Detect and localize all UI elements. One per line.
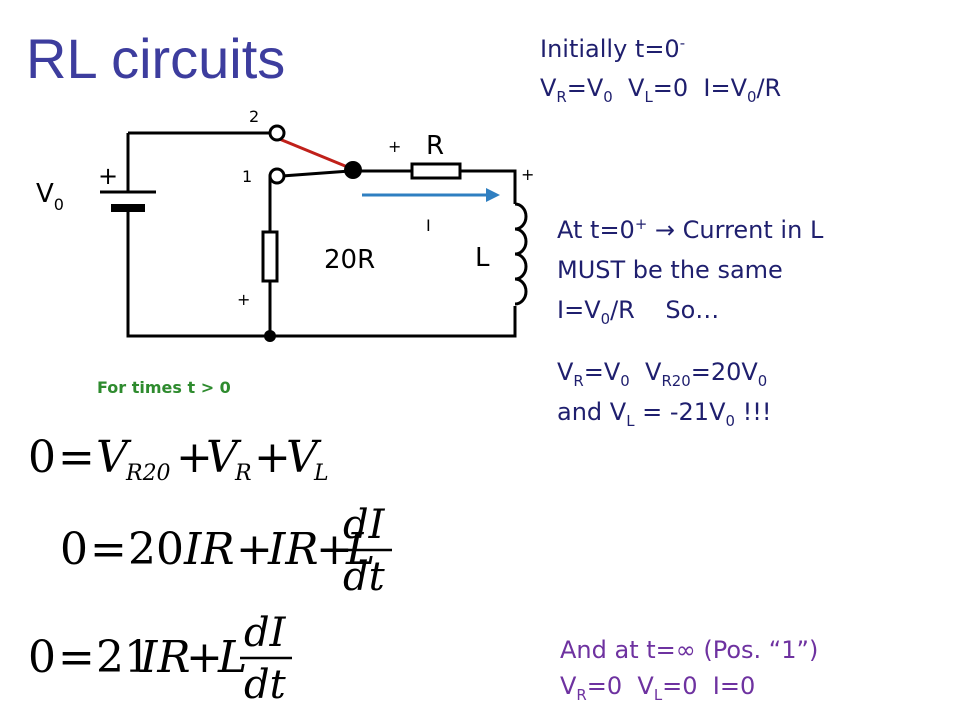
eq2-lhs: 0 <box>60 524 88 575</box>
text-segment: =V <box>583 358 621 386</box>
eq2-plus1: + <box>236 524 273 575</box>
text-segment: !!! <box>734 398 772 426</box>
text-segment: =0 I=0 <box>662 672 756 700</box>
text-segment: R <box>576 685 587 704</box>
eq1-equals: = <box>58 432 95 483</box>
r20-label: 20R <box>324 245 375 275</box>
switch-arm <box>276 136 351 170</box>
text-segment: V <box>557 358 574 386</box>
text-segment: V <box>612 74 645 102</box>
text-segment: /R <box>756 74 782 102</box>
eq1-v2-sub: R <box>234 461 252 486</box>
equation-3: 0 = 21 IR + L dI dt <box>28 610 292 708</box>
text-segment: =V <box>566 74 604 102</box>
text-segment: 0 <box>757 371 768 390</box>
text-segment: L <box>644 87 653 106</box>
position-1-label: 1 <box>242 167 252 186</box>
text-segment: =0 I=V <box>652 74 747 102</box>
current-arrow-head <box>486 188 500 202</box>
l-plus-label: + <box>521 165 534 184</box>
eq1-v3-sub: L <box>313 461 329 486</box>
result-line1: VR=V0 VR20=20V0 <box>557 356 767 388</box>
text-segment: =0 V <box>586 672 654 700</box>
r-label: R <box>426 131 444 161</box>
resistor-r <box>410 162 462 180</box>
text-segment: V <box>629 358 662 386</box>
text-segment: R20 <box>661 371 691 390</box>
text-segment: R <box>556 87 567 106</box>
eq1-lhs: 0 <box>28 432 56 483</box>
text-segment: 0 <box>725 411 735 430</box>
resistor-20r <box>261 230 279 283</box>
text-segment: V <box>540 74 557 102</box>
eq3-denominator: dt <box>244 662 287 708</box>
l-label: L <box>475 243 490 273</box>
text-segment: 0 <box>620 371 630 390</box>
equation-1: 0 = V R20 + V R + V L <box>28 432 329 486</box>
equation-2: 0 = 20 IR + IR + L dI dt <box>60 502 392 600</box>
initial-line1: Initially t=0- <box>540 34 686 63</box>
switch-pivot-node <box>344 161 362 179</box>
t0plus-line1: At t=0+ → Current in L <box>557 215 824 244</box>
t0plus-line3: I=V0/R So… <box>557 294 719 326</box>
eq3-equals: = <box>58 632 95 683</box>
eq3-lhs: 0 <box>28 632 56 683</box>
infinity-line2: VR=0 VL=0 I=0 <box>560 670 755 702</box>
text-segment: /R So… <box>610 296 720 324</box>
eq3-numerator: dI <box>244 610 287 656</box>
text-segment: =20V <box>690 358 758 386</box>
switch-terminal-1 <box>268 167 286 185</box>
inductor-coil <box>514 202 528 306</box>
for-times-label: For times t > 0 <box>97 378 231 397</box>
text-segment: = -21V <box>634 398 726 426</box>
eq2-ir2: IR <box>267 524 319 575</box>
text-segment: L <box>626 411 635 430</box>
position-2-label: 2 <box>249 107 259 126</box>
r20-plus-label: + <box>237 290 250 309</box>
t0plus-line2: MUST be the same <box>557 256 783 284</box>
text-segment: and V <box>557 398 627 426</box>
current-label: I <box>426 216 431 235</box>
eq3-coeff: 21 <box>96 632 152 683</box>
eq3-plus: + <box>186 632 223 683</box>
eq1-v2: V <box>206 432 242 483</box>
result-line2: and VL = -21V0 !!! <box>557 396 771 428</box>
text-segment: 0 <box>747 87 757 106</box>
bottom-node <box>264 330 276 342</box>
eq2-coeff: 20 <box>128 524 184 575</box>
eq3-ir: IR <box>139 632 191 683</box>
eq1-plus2: + <box>254 432 291 483</box>
eq2-ir1: IR <box>183 524 235 575</box>
eq1-v1-sub: R20 <box>125 461 171 486</box>
text-segment: 0 <box>603 87 613 106</box>
eq2-denominator: dt <box>343 554 386 600</box>
text-segment: R <box>573 371 584 390</box>
initial-line2: VR=V0 VL=0 I=V0/R <box>540 72 781 104</box>
eq2-numerator: dI <box>343 502 386 548</box>
eq1-v1: V <box>96 432 132 483</box>
source-label: V0 <box>36 179 64 214</box>
text-segment: L <box>653 685 663 704</box>
battery-short-plate <box>111 204 145 212</box>
text-segment: V <box>560 672 577 700</box>
circuit-wires <box>126 131 517 338</box>
eq2-equals: = <box>90 524 127 575</box>
eq1-v3: V <box>286 432 322 483</box>
eq1-plus1: + <box>176 432 213 483</box>
battery-plus-label: + <box>98 162 118 190</box>
r-plus-label: + <box>388 137 401 156</box>
page-title: RL circuits <box>26 27 286 90</box>
infinity-line1: And at t=∞ (Pos. “1”) <box>560 636 819 664</box>
text-segment: 0 <box>600 309 611 328</box>
switch-terminal-2 <box>268 124 286 142</box>
text-segment: I=V <box>557 296 601 324</box>
